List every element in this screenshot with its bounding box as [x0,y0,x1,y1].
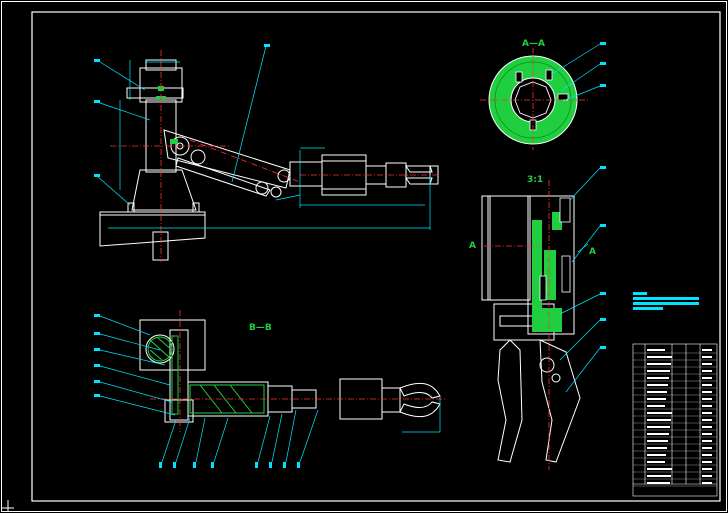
detail-motor-cap [481,195,491,301]
aa-label-marks [600,42,606,87]
table-cell-text [647,384,668,386]
detail-jaw-left [497,339,523,463]
foot-right [192,202,200,213]
table-cell-text [702,398,712,400]
table-cell-text [647,356,672,358]
table-cell-text [647,412,672,414]
table-cell-text [647,349,665,351]
table-cell-text [647,419,671,421]
elbow-joint [190,149,206,165]
table-cell-text [647,475,671,477]
table-cell-text [702,461,712,463]
upper-arm [163,129,291,189]
aa-centerlines [480,48,588,150]
base-block [99,211,206,247]
bb-gear [145,334,175,364]
aa-leaders [551,43,601,101]
bb-centerlines [150,310,445,432]
table-cell-text [702,356,712,358]
lower-link [175,157,271,197]
table-cell-text [647,440,668,442]
table-cell-text [702,426,712,428]
table-cell-text [647,405,665,407]
detail-motor [487,195,531,301]
table-cell-text [647,363,671,365]
table-cell-text [702,384,712,386]
detail-inserts [539,197,571,301]
bb-column [169,329,189,421]
gripper-finger-bottom [405,177,433,185]
table-cell-text [702,405,712,407]
bb-gripper-finger-top [399,382,441,399]
main-view-label-marks [94,44,270,177]
detail-section-mark: A [589,247,596,257]
section-bb-label: B—B [249,323,272,333]
table-cell-text [702,391,712,393]
column-flange [126,87,184,99]
table-cell-text [647,482,670,484]
wrist-joint-a [255,181,269,195]
aa-bolt [545,69,553,81]
section-bb-view [139,319,441,423]
table-cell-text [647,426,670,428]
main-view-centerlines [110,50,440,262]
technical-notes [633,292,699,310]
table-cell-text [702,433,712,435]
wrist-joint-c [270,186,282,198]
table-cell-text [647,377,669,379]
section-aa-label: A—A [522,39,545,49]
table-cell-text [702,454,712,456]
detail-leaders [559,167,601,393]
detail-hatch [532,212,562,332]
detail-label-marks [600,166,606,349]
detail-pivot [539,357,555,373]
gripper-finger-top [405,165,433,173]
table-cell-text [702,482,712,484]
detail-scale-label: 3:1 [527,175,543,185]
bb-leaders [99,315,441,463]
table-cell-text [702,447,712,449]
table-cell-text [702,363,712,365]
table-cell-text [647,370,670,372]
wrist-bracket [289,161,323,187]
table-cell-text [702,377,712,379]
table-cell-text [702,419,712,421]
table-cell-text [647,391,667,393]
detail-housing [527,195,575,335]
inner-frame [31,11,721,502]
table-cell-text [702,468,712,470]
bb-gripper-body [381,387,401,413]
bb-gripper-finger-bottom [399,401,441,418]
table-cell-text [647,447,667,449]
main-view-hatch [156,86,178,144]
column-body [131,169,197,211]
lower-shaft [152,231,169,261]
table-cell-text [702,412,712,414]
detail-centerlines [484,180,550,470]
table-cell-text [647,454,666,456]
table-cell-text [647,398,666,400]
parts-list-table [632,343,718,497]
table-cell-text [647,433,669,435]
side-view-mark: A [469,241,476,251]
detail-jaw-right [539,339,581,463]
bb-column-base [164,399,194,423]
foot-left [127,202,135,213]
main-view-dimensions [96,45,431,230]
table-cell-text [702,475,712,477]
table-cell-text [647,468,672,470]
table-cell-text [702,440,712,442]
table-cell-text [647,461,665,463]
parts-list-rows [633,349,717,487]
detail-view [481,195,581,463]
main-assembly-view [99,59,439,261]
table-cell-text [702,349,712,351]
bb-label-marks [94,314,300,468]
table-cell-text [702,370,712,372]
detail-pivot-small [551,373,561,383]
aa-bolt [515,71,523,83]
